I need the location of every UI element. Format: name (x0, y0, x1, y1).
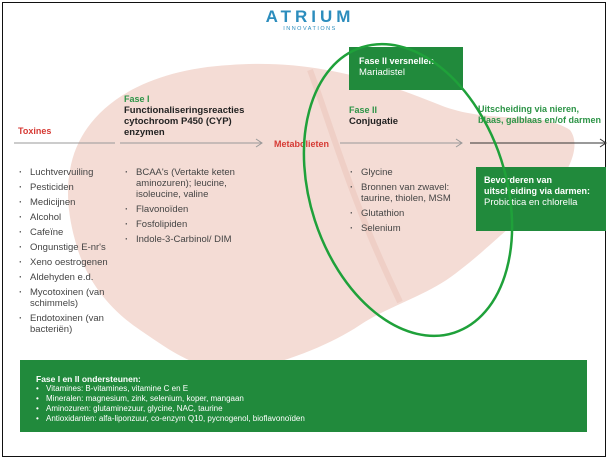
list-item: Luchtvervuiling (18, 167, 128, 178)
list-item: Fosfolipiden (124, 219, 274, 230)
support-box: Fase I en II ondersteunen: Vitamines: B-… (20, 360, 587, 432)
phase2-list: Glycine Bronnen van zwavel: taurine, thi… (349, 167, 465, 238)
stage-metabolieten: Metabolieten (272, 139, 332, 149)
list-item: Flavonoïden (124, 204, 274, 215)
list-item: BCAA's (Vertakte keten aminozuren); leuc… (124, 167, 274, 200)
list-item: Mycotoxinen (van schimmels) (18, 287, 128, 309)
box-promote-excretion: Bevorderen van uitscheiding via darmen: … (476, 167, 606, 231)
list-item: Glycine (349, 167, 465, 178)
list-item: Xeno oestrogenen (18, 257, 128, 268)
list-item: Cafeïne (18, 227, 128, 238)
box-excretion-title: Bevorderen van uitscheiding via darmen: (484, 175, 591, 196)
stage-phase1-title: Functionaliseringsreacties cytochroom P4… (124, 105, 245, 138)
stage-excretion: Uitscheiding via nieren, blaas, galblaas… (478, 104, 602, 125)
stage-toxines: Toxines (18, 126, 52, 136)
box-accelerate-phase2: Fase II versnellen Mariadistel (349, 47, 463, 90)
atrium-logo: ATRIUM INNOVATIONS (260, 7, 360, 33)
list-item: Medicijnen (18, 197, 128, 208)
list-item: Selenium (349, 223, 465, 234)
support-list: Vitamines: B-vitamines, vitamine C en E … (36, 384, 587, 424)
phase1-list: BCAA's (Vertakte keten aminozuren); leuc… (124, 167, 274, 249)
list-item: Aminozuren: glutaminezuur, glycine, NAC,… (36, 404, 587, 414)
list-item: Antioxidanten: alfa-liponzuur, co-enzym … (36, 414, 587, 424)
stage-phase2-tag: Fase II (349, 105, 378, 115)
list-item: Glutathion (349, 208, 465, 219)
list-item: Bronnen van zwavel: taurine, thiolen, MS… (349, 182, 465, 204)
list-item: Vitamines: B-vitamines, vitamine C en E (36, 384, 587, 394)
list-item: Aldehyden e.d. (18, 272, 128, 283)
list-item: Pesticiden (18, 182, 128, 193)
list-item: Endotoxinen (van bacteriën) (18, 313, 128, 335)
toxins-list: Luchtvervuiling Pesticiden Medicijnen Al… (18, 167, 128, 339)
stage-phase2-title: Conjugatie (349, 116, 399, 127)
box-accelerate-text: Mariadistel (359, 67, 405, 78)
list-item: Alcohol (18, 212, 128, 223)
support-title: Fase I en II ondersteunen: (36, 374, 141, 384)
stage-phase1-tag: Fase I (124, 94, 150, 104)
box-excretion-text: Probiotica en chlorella (484, 197, 578, 208)
box-accelerate-title: Fase II versnellen (359, 56, 435, 66)
logo-name: ATRIUM (265, 7, 355, 26)
list-item: Mineralen: magnesium, zink, selenium, ko… (36, 394, 587, 404)
list-item: Ongunstige E-nr's (18, 242, 128, 253)
list-item: Indole-3-Carbinol/ DIM (124, 234, 274, 245)
logo-subtitle: INNOVATIONS (283, 26, 337, 32)
